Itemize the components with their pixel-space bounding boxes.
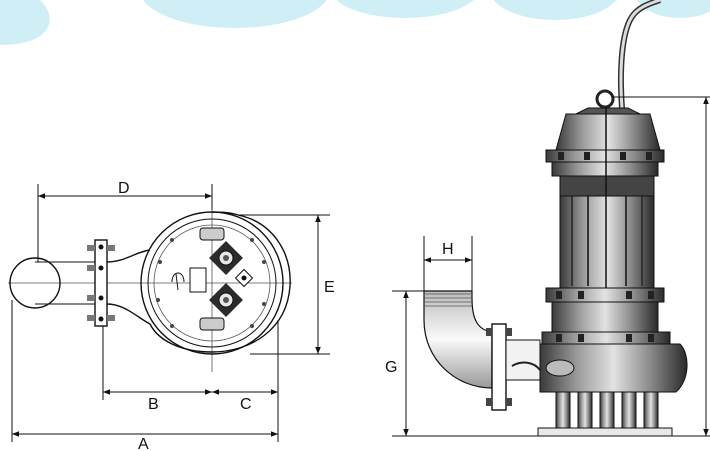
dim-label-h: H	[442, 241, 454, 258]
motor-housing-circle	[140, 211, 284, 355]
pump-volute	[539, 343, 688, 393]
power-cable	[617, 0, 661, 109]
volute-outline	[149, 214, 291, 353]
dim-label-d: D	[118, 180, 130, 197]
dim-label-g: G	[385, 359, 397, 376]
dim-label-a: A	[138, 436, 149, 451]
cable-gland-1	[209, 241, 243, 275]
lifting-lug-bottom	[199, 317, 225, 331]
dim-label-e: E	[324, 279, 335, 296]
dim-label-c: C	[240, 396, 252, 413]
discharge-elbow	[423, 290, 493, 389]
watermark-logo	[0, 0, 710, 45]
lifting-eye	[595, 89, 615, 109]
base-plate	[537, 427, 673, 437]
discharge-flange	[94, 239, 108, 327]
motor-top-cover	[555, 113, 661, 151]
top-view: D E B C A	[8, 180, 335, 451]
side-view: H G	[385, 0, 710, 437]
volute-neck	[106, 249, 151, 325]
lifting-lug-top	[199, 227, 225, 241]
dim-label-b: B	[148, 396, 159, 413]
outlet-pipe-section	[9, 257, 61, 309]
cable-gland-2	[209, 283, 243, 317]
